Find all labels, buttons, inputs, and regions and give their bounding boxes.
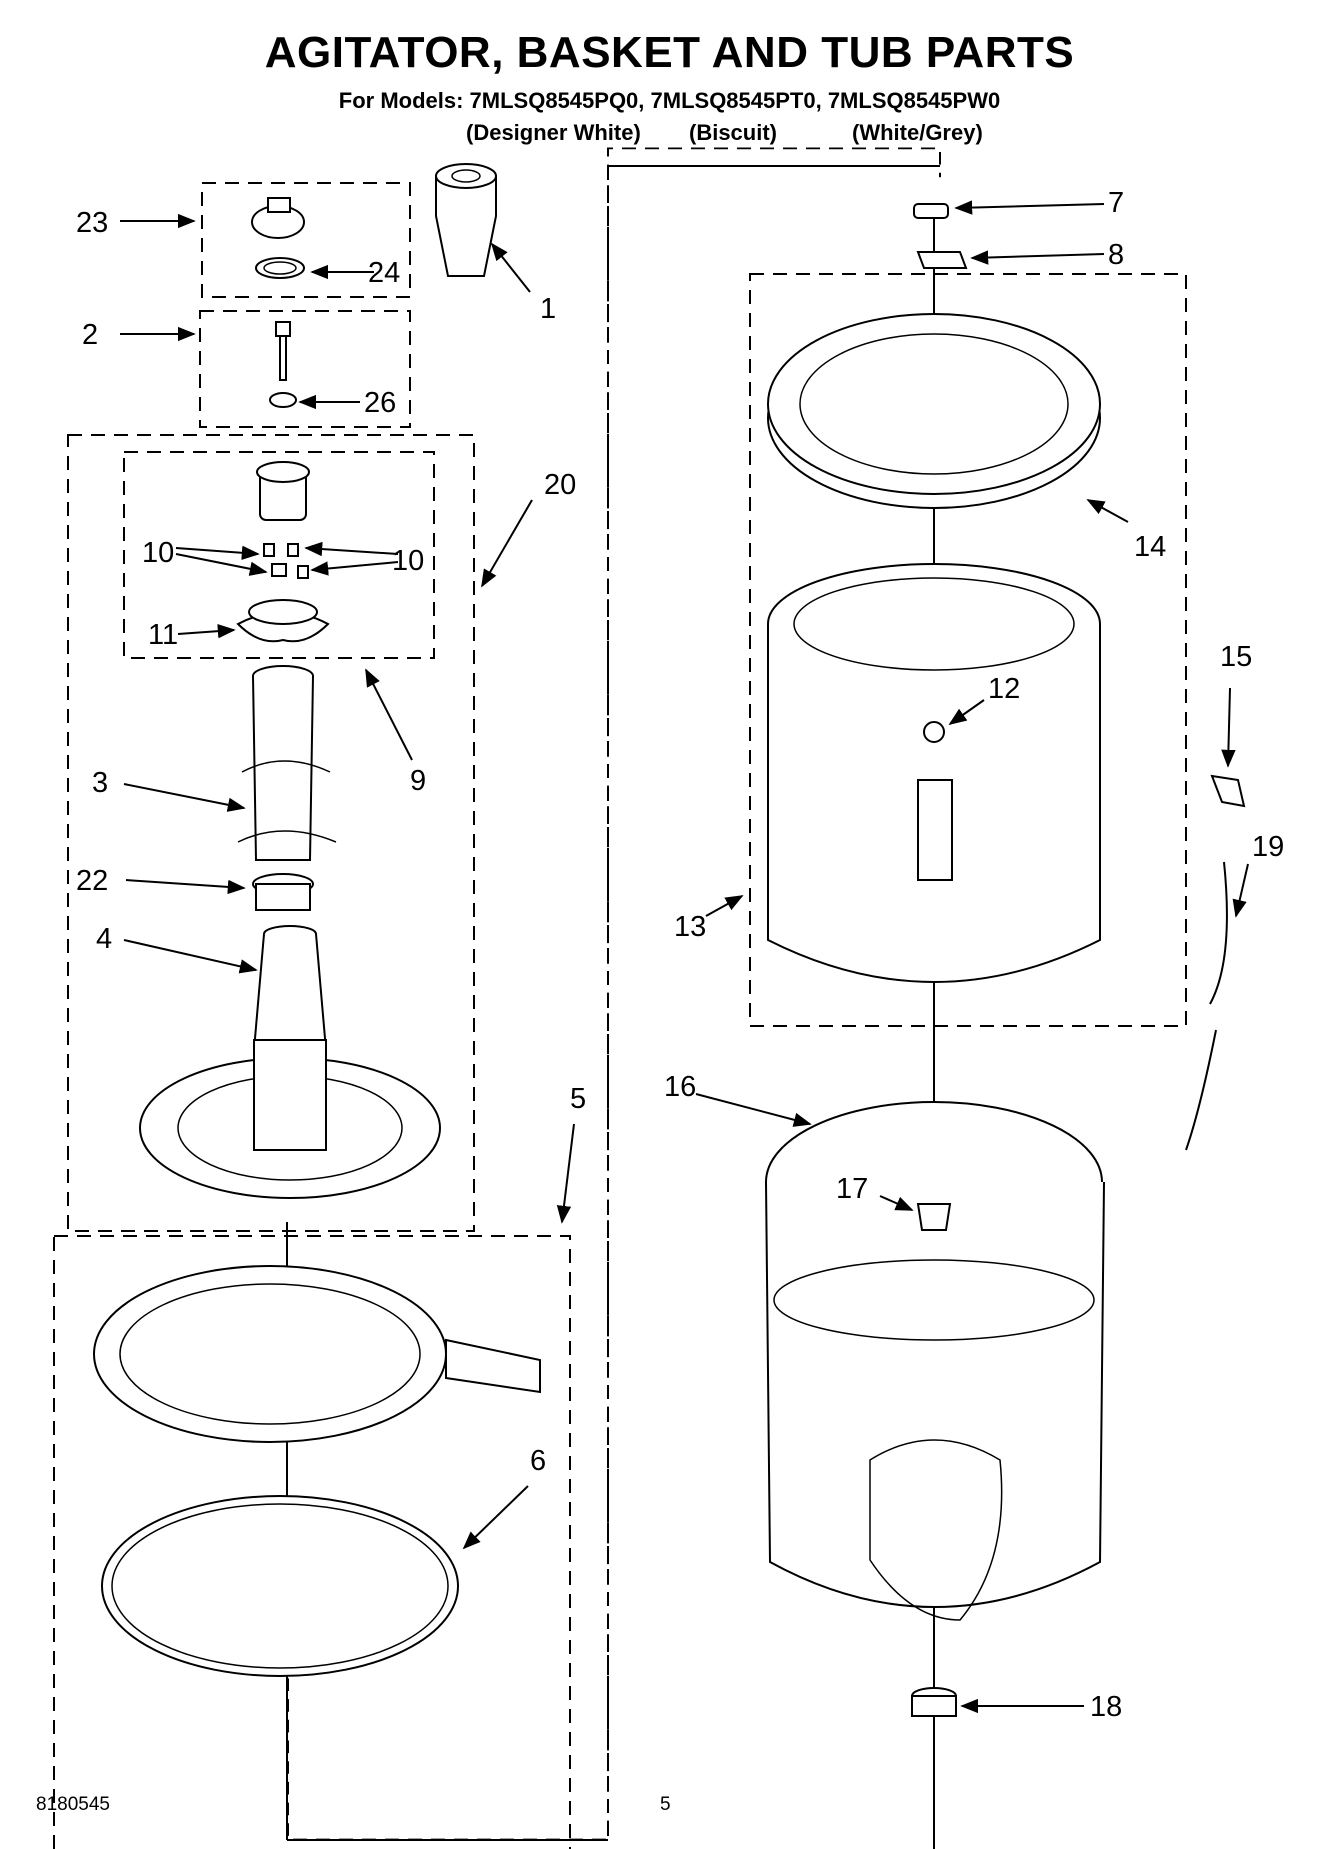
callout-14: 14: [1134, 531, 1166, 563]
arrow-3: [123, 783, 246, 812]
arrow-13: [705, 895, 744, 917]
callout-15: 15: [1220, 641, 1252, 673]
group-box-5: [53, 1235, 571, 1849]
callout-10b: 10: [392, 545, 424, 577]
arrow-11: [177, 623, 236, 639]
part-13-basket: [767, 563, 1101, 983]
part-26-washer: [269, 392, 297, 408]
callout-8: 8: [1108, 239, 1124, 271]
part-9-cam-assembly: [256, 461, 310, 521]
arrow-10a: [175, 545, 260, 560]
part-23-cap: [251, 197, 305, 239]
arrow-9: [365, 668, 413, 761]
page-number: 5: [660, 1794, 671, 1815]
arrow-5: [556, 1123, 575, 1224]
group-box-2: [199, 310, 411, 428]
part-11-cam: [236, 599, 330, 643]
part-7-clip: [913, 203, 949, 219]
arrow-7: [954, 200, 1105, 215]
arrow-1: [490, 242, 531, 293]
callout-11: 11: [148, 619, 178, 651]
arrow-8: [970, 250, 1105, 265]
group-box-20: [67, 434, 475, 1232]
part-8-bracket: [916, 251, 968, 269]
callout-3: 3: [92, 767, 108, 799]
callout-2: 2: [82, 319, 98, 351]
callout-17: 17: [836, 1173, 868, 1205]
arrow-10b2: [310, 561, 399, 576]
part-22-coupling: [252, 873, 314, 911]
arrow-20: [481, 499, 533, 588]
arrow-17: [879, 1195, 914, 1211]
arrow-19: [1232, 863, 1249, 918]
document-number: 8180545: [36, 1794, 110, 1815]
arrow-10b: [304, 541, 399, 557]
callout-20: 20: [544, 469, 576, 501]
part-4-agitator-base: [139, 925, 441, 1199]
callout-4: 4: [96, 923, 112, 955]
group-box-14: [749, 273, 1187, 1027]
page-title: AGITATOR, BASKET AND TUB PARTS: [264, 28, 1075, 77]
arrow-10a2: [175, 553, 268, 576]
callout-1: 1: [540, 293, 556, 325]
callout-5: 5: [570, 1083, 586, 1115]
callout-13: 13: [674, 911, 706, 943]
callout-19: 19: [1252, 831, 1284, 863]
part-12-nut: [923, 721, 945, 743]
callout-18: 18: [1090, 1691, 1122, 1723]
callout-26: 26: [364, 387, 396, 419]
callout-12: 12: [988, 673, 1020, 705]
part-24-ring: [255, 257, 305, 279]
part-17-seal: [916, 1203, 952, 1231]
part-14-balance-ring: [767, 313, 1101, 509]
callout-22: 22: [76, 865, 108, 897]
part-10-dogs: [263, 543, 309, 579]
variant-designer-white: (Designer White): [466, 120, 641, 145]
part-19-hose: [1185, 861, 1228, 1151]
arrow-16: [695, 1093, 812, 1127]
part-6-gasket: [101, 1495, 459, 1677]
callout-6: 6: [530, 1445, 546, 1477]
callout-10a: 10: [142, 537, 174, 569]
part-5-basket-ring: [93, 1265, 541, 1443]
part-18-seal: [911, 1687, 957, 1717]
part-1-dispenser: [435, 163, 497, 277]
model-list: For Models: 7MLSQ8545PQ0, 7MLSQ8545PT0, …: [338, 88, 1001, 113]
part-3-agitator-barrel: [237, 665, 337, 861]
arrow-22: [125, 879, 246, 895]
arrow-12: [948, 699, 985, 726]
part-2-bolt: [275, 321, 291, 381]
arrow-15: [1221, 687, 1236, 768]
variant-white-grey: (White/Grey): [852, 120, 983, 145]
callout-9: 9: [410, 765, 426, 797]
group-box-23: [201, 182, 411, 298]
part-15-clamp: [1210, 774, 1246, 808]
callout-7: 7: [1108, 187, 1124, 219]
arrow-14: [1086, 499, 1129, 523]
callout-24: 24: [368, 257, 400, 289]
arrow-6: [462, 1485, 529, 1550]
variant-biscuit: (Biscuit): [689, 120, 777, 145]
part-16-outer-tub: [765, 1101, 1105, 1621]
arrow-4: [123, 939, 258, 974]
callout-16: 16: [664, 1071, 696, 1103]
callout-23: 23: [76, 207, 108, 239]
group-box-9: [123, 451, 435, 659]
